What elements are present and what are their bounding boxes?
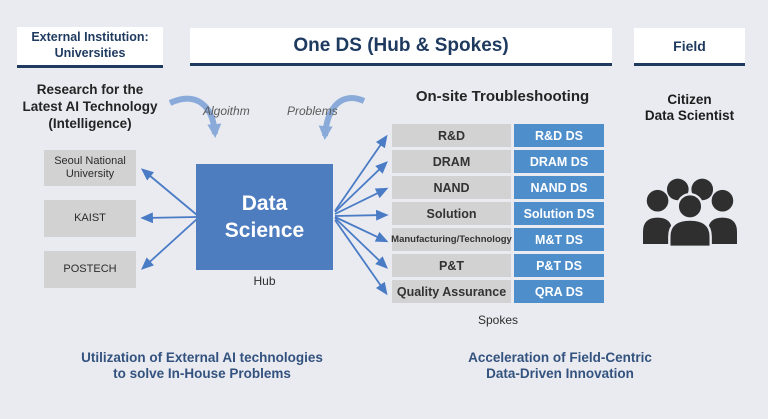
- university-label: POSTECH: [63, 263, 117, 275]
- spoke-dept: P&T: [392, 254, 511, 277]
- university-label: KAIST: [74, 212, 106, 224]
- hub-title-line2: Science: [224, 219, 305, 242]
- hub-title-line1: Data: [241, 191, 288, 215]
- university-box-snu: Seoul National University: [44, 150, 136, 186]
- spoke-row: DRAM DRAM DS: [392, 150, 604, 173]
- flow-label-algorithm: Algoithm: [203, 104, 250, 118]
- spoke-row: Quality Assurance QRA DS: [392, 280, 604, 303]
- spoke-ds-badge: DRAM DS: [514, 150, 604, 173]
- header-external-institution: External Institution: Universities: [17, 27, 163, 68]
- spoke-row: Solution Solution DS: [392, 202, 604, 225]
- citizen-data-scientist-label: Citizen Data Scientist: [632, 92, 747, 124]
- spoke-dept: NAND: [392, 176, 511, 199]
- spoke-row: R&D R&D DS: [392, 124, 604, 147]
- research-line1: Research for the: [36, 82, 144, 97]
- spoke-ds-badge: M&T DS: [514, 228, 604, 251]
- spoke-dept: DRAM: [392, 150, 511, 173]
- header-field: Field: [634, 28, 745, 66]
- header-external-line2: Universities: [54, 46, 126, 60]
- spoke-ds-badge: R&D DS: [514, 124, 604, 147]
- citizen-line1: Citizen: [667, 92, 712, 107]
- spokes-caption: Spokes: [477, 313, 519, 327]
- research-line3: (Intelligence): [48, 116, 132, 131]
- spoke-ds-badge: Solution DS: [514, 202, 604, 225]
- spoke-row: Manufacturing/Technology M&T DS: [391, 228, 604, 251]
- university-label: Seoul National University: [54, 155, 126, 180]
- spoke-dept: Quality Assurance: [392, 280, 511, 303]
- header-external-line1: External Institution:: [31, 30, 149, 45]
- caption-external-ai: Utilization of External AI technologies …: [67, 350, 337, 381]
- caption-right-line1: Acceleration of Field-Centric: [468, 350, 652, 365]
- flow-label-problems: Problems: [287, 104, 338, 118]
- data-science-hub-box: Data Science: [196, 164, 333, 270]
- hub-to-spokes-arrows: [334, 134, 389, 296]
- caption-field-centric: Acceleration of Field-Centric Data-Drive…: [445, 350, 675, 381]
- caption-left-line2: to solve In-House Problems: [113, 365, 291, 381]
- hub-to-university-arrows: [140, 168, 198, 270]
- spoke-ds-badge: NAND DS: [514, 176, 604, 199]
- citizen-line2: Data Scientist: [644, 108, 735, 123]
- university-box-kaist: KAIST: [44, 200, 136, 237]
- spoke-dept: Manufacturing/Technology: [391, 228, 512, 251]
- spokes-title: On-site Troubleshooting: [415, 88, 590, 105]
- people-group-icon: [643, 178, 737, 247]
- spoke-dept: Solution: [392, 202, 511, 225]
- spoke-ds-badge: QRA DS: [514, 280, 604, 303]
- spoke-dept: R&D: [392, 124, 511, 147]
- header-one-ds-label: One DS (Hub & Spokes): [293, 34, 509, 56]
- header-field-label: Field: [673, 37, 706, 54]
- spoke-row: P&T P&T DS: [392, 254, 604, 277]
- research-line2: Latest AI Technology: [22, 99, 158, 114]
- university-box-postech: POSTECH: [44, 251, 136, 288]
- spoke-ds-badge: P&T DS: [514, 254, 604, 277]
- research-description: Research for the Latest AI Technology (I…: [8, 81, 172, 132]
- spoke-row: NAND NAND DS: [392, 176, 604, 199]
- header-one-ds: One DS (Hub & Spokes): [190, 28, 612, 66]
- hub-caption: Hub: [253, 274, 276, 288]
- spokes-table: R&D R&D DS DRAM DRAM DS NAND NAND DS Sol…: [391, 124, 604, 303]
- caption-left-line1: Utilization of External AI technologies: [81, 350, 323, 365]
- caption-right-line2: Data-Driven Innovation: [486, 365, 634, 381]
